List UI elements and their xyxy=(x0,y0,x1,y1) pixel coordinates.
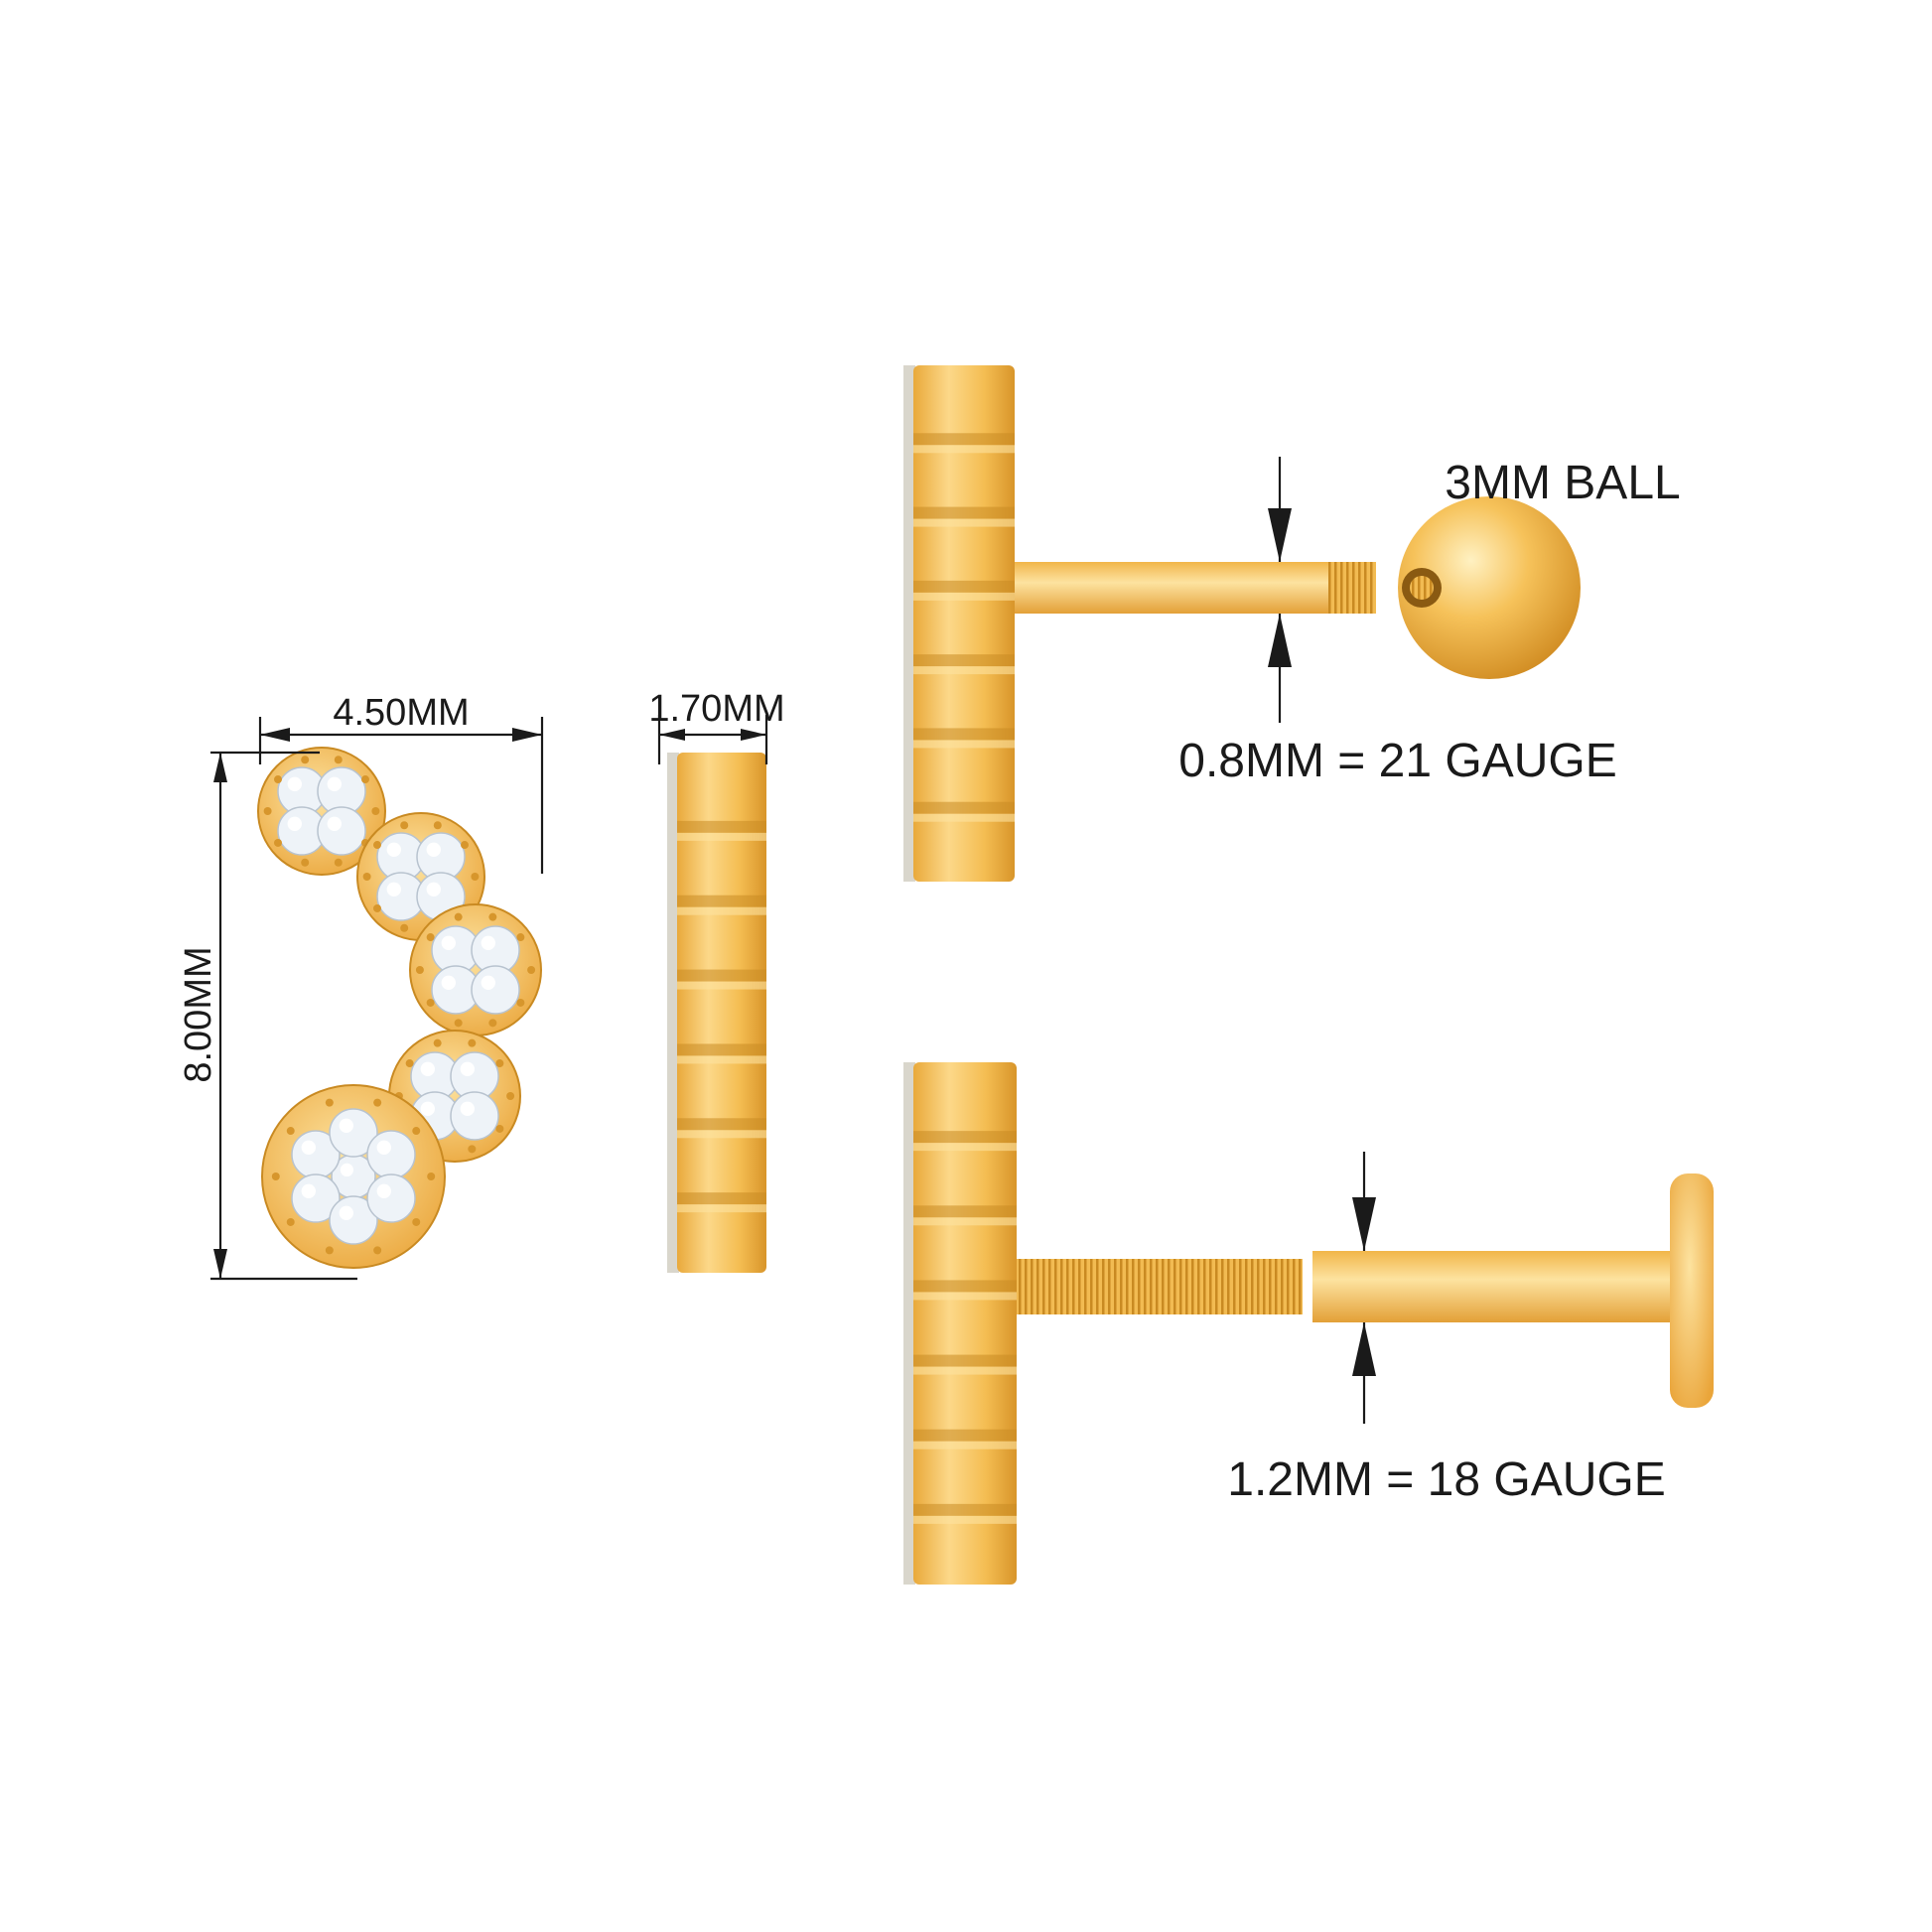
cluster xyxy=(261,1084,446,1269)
ball-post xyxy=(1015,562,1334,614)
width-dimension-side: 1.70MM xyxy=(648,688,785,764)
cluster xyxy=(257,747,386,876)
gauge-label-ball: 0.8MM = 21 GAUGE xyxy=(1178,735,1617,787)
width-label-front: 4.50MM xyxy=(333,692,469,734)
width-dimension-front: 4.50MM xyxy=(258,692,544,874)
diamond-stone xyxy=(471,965,520,1015)
width-label-side: 1.70MM xyxy=(648,688,784,730)
ball-end xyxy=(1398,496,1581,679)
diamond-stone xyxy=(450,1091,499,1141)
stone-clusters xyxy=(257,747,542,1269)
diamond-stone xyxy=(317,806,366,856)
flat-back-disc xyxy=(1670,1173,1714,1408)
height-dimension-front: 8.00MM xyxy=(178,751,357,1281)
threaded-stem xyxy=(1017,1259,1303,1314)
ball-post-thread xyxy=(1328,562,1376,614)
ball-back-assembly: 3MM BALL 0.8MM = 21 GAUGE xyxy=(903,365,1681,882)
flat-back-assembly: 1.2MM = 18 GAUGE xyxy=(903,1062,1714,1585)
diamond-stone xyxy=(366,1130,416,1179)
height-label-front: 8.00MM xyxy=(178,946,219,1082)
ball-size-label: 3MM BALL xyxy=(1445,457,1680,509)
front-view xyxy=(257,747,542,1269)
cluster xyxy=(409,903,542,1036)
gauge-label-flat: 1.2MM = 18 GAUGE xyxy=(1227,1453,1666,1506)
side-view xyxy=(667,753,766,1273)
side-view-body xyxy=(667,753,766,1273)
diamond-stone xyxy=(366,1173,416,1223)
flat-back-post xyxy=(1312,1251,1678,1322)
